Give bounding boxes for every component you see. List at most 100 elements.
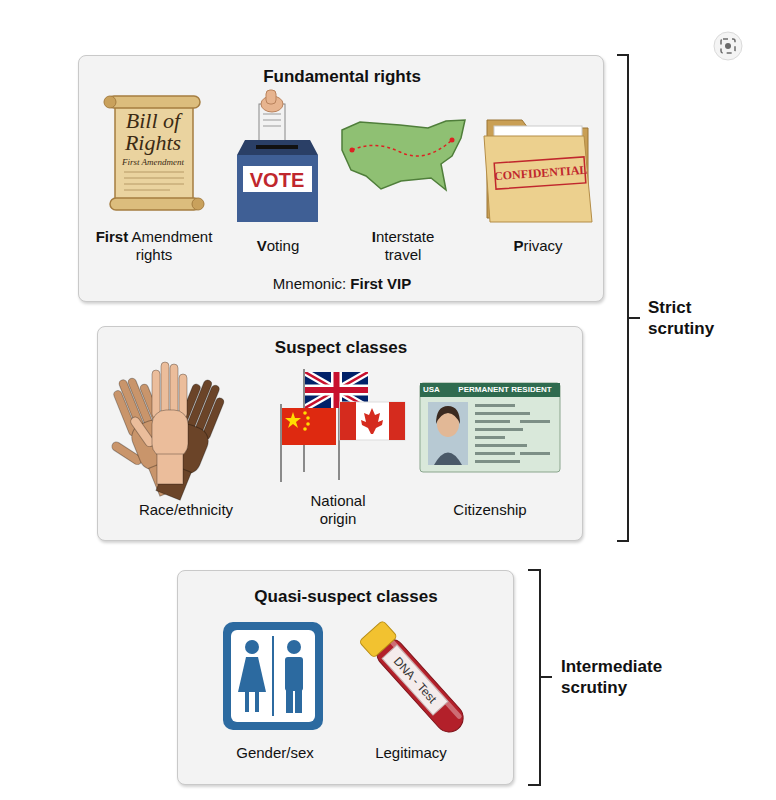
restroom-sign-icon — [223, 622, 323, 730]
ballot-box-icon-part — [237, 155, 318, 222]
scroll-icon-part — [110, 198, 200, 210]
scrutiny-label: Intermediate scrutiny — [561, 656, 685, 698]
bold-part: First VIP — [350, 275, 411, 292]
restroom-sign-icon-part — [223, 622, 323, 730]
restroom-sign-icon-part — [285, 657, 303, 691]
hands-icon-part — [129, 362, 188, 484]
ballot-box-icon-part — [243, 166, 312, 192]
item-caption: Interstate travel — [358, 228, 448, 264]
ballot-box-icon-part — [263, 114, 281, 126]
scroll-icon-part — [124, 172, 184, 190]
restroom-sign-icon-part — [245, 640, 259, 654]
item-caption: Legitimacy — [351, 744, 471, 762]
scroll-icon-part — [104, 96, 116, 108]
bold-part: P — [513, 237, 523, 254]
test-tube-icon-part — [371, 633, 469, 737]
resident-card-icon-part — [420, 383, 560, 397]
us-map-icon-part — [349, 147, 354, 152]
box-heading: Quasi-suspect classes — [196, 587, 496, 607]
china-flag-part — [303, 427, 307, 431]
scroll-icon-part-part — [124, 177, 184, 178]
item-caption: Gender/sex — [215, 744, 335, 762]
item-caption: First Amendment rights — [84, 228, 224, 264]
scan-icon-part — [721, 39, 735, 53]
canada-flag-part — [389, 402, 405, 440]
canada-flag-part — [340, 402, 405, 440]
scrutiny-bracket-part — [617, 55, 628, 541]
resident-card-icon-part — [434, 452, 462, 465]
scroll-icon-part-part — [124, 189, 170, 190]
ballot-word: VOTE — [243, 168, 311, 192]
folder-icon-part — [484, 136, 592, 222]
restroom-sign-icon-part — [286, 688, 293, 713]
restroom-sign-icon-part — [295, 688, 302, 713]
ballot-box-icon-part — [237, 140, 318, 155]
scroll-subtitle: First Amendment — [113, 157, 193, 167]
resident-card-icon — [420, 383, 560, 472]
china-flag-part — [285, 412, 301, 428]
test-tube-icon — [358, 620, 469, 739]
canada-flag-part — [340, 402, 356, 440]
us-map-icon-part — [352, 140, 452, 156]
restroom-sign-icon-part — [245, 692, 249, 712]
restroom-sign-icon-part — [231, 630, 315, 722]
item-caption: Race/ethnicity — [116, 501, 256, 519]
hands-icon — [88, 362, 230, 507]
bold-part: V — [257, 237, 267, 254]
item-caption: National origin — [293, 492, 383, 528]
resident-card-icon-part-part — [520, 420, 550, 423]
china-flag-part — [306, 416, 310, 420]
ballot-box-icon — [237, 90, 318, 222]
resident-card-icon-part — [436, 406, 460, 424]
bold-part: I — [372, 228, 376, 245]
restroom-sign-icon-part — [287, 640, 301, 654]
scroll-title: Bill of Rights — [113, 110, 193, 154]
china-flag-part — [282, 408, 336, 445]
ballot-box-icon-part — [266, 90, 276, 104]
resident-card-icon-part-part — [475, 444, 527, 447]
item-caption: Privacy — [488, 237, 588, 255]
resident-card-icon-part-part — [475, 452, 515, 455]
scan-icon — [714, 32, 742, 60]
item-caption: Mnemonic: First VIP — [212, 275, 472, 293]
scrutiny-label: Strict scrutiny — [648, 297, 734, 339]
china-flag — [282, 408, 336, 445]
scroll-icon-part-part — [124, 171, 184, 172]
canada-flag-part — [361, 408, 383, 434]
us-map-icon-part — [449, 137, 454, 142]
resident-card-icon-part-part — [475, 420, 510, 423]
card-country: USA — [423, 385, 449, 395]
resident-card-icon-part-part — [475, 412, 530, 415]
box-heading: Suspect classes — [191, 338, 491, 358]
scroll-icon — [104, 96, 204, 210]
resident-card-icon-part — [428, 402, 468, 465]
resident-card-icon-part — [475, 404, 550, 463]
class-box: Suspect classesRace/ethnicity National or… — [97, 326, 583, 541]
scroll-icon-part — [192, 198, 204, 210]
scroll-icon-part-part — [124, 183, 184, 184]
restroom-sign-icon-part — [255, 692, 259, 712]
resident-card-icon-part-part — [520, 452, 550, 455]
resident-card-icon-part-part — [475, 460, 520, 463]
scrutiny-bracket-part — [628, 317, 640, 319]
scan-icon-part — [714, 32, 742, 60]
restroom-sign-icon-part — [272, 636, 274, 716]
ballot-box-icon-part — [256, 145, 298, 149]
folder-icon — [484, 120, 592, 222]
item-caption: Citizenship — [425, 501, 555, 519]
box-heading: Fundamental rights — [192, 67, 492, 87]
canada-flag — [340, 402, 405, 440]
resident-card-icon-part-part — [475, 436, 505, 439]
item-caption: Voting — [233, 237, 323, 255]
scan-icon-part — [725, 43, 731, 49]
bold-part: First — [96, 228, 129, 245]
class-box: Quasi-suspect classesGender/sex Legitimac… — [177, 570, 514, 785]
flag-poles-part — [280, 404, 282, 482]
scroll-icon-part — [108, 96, 200, 108]
test-tube-icon-part — [382, 645, 448, 715]
card-heading: PERMANENT RESIDENT — [452, 385, 558, 395]
scrutiny-bracket-part — [540, 676, 552, 678]
resident-card-icon-part — [420, 383, 560, 472]
china-flag-part — [306, 422, 310, 426]
scrutiny-bracket-part — [528, 570, 540, 785]
